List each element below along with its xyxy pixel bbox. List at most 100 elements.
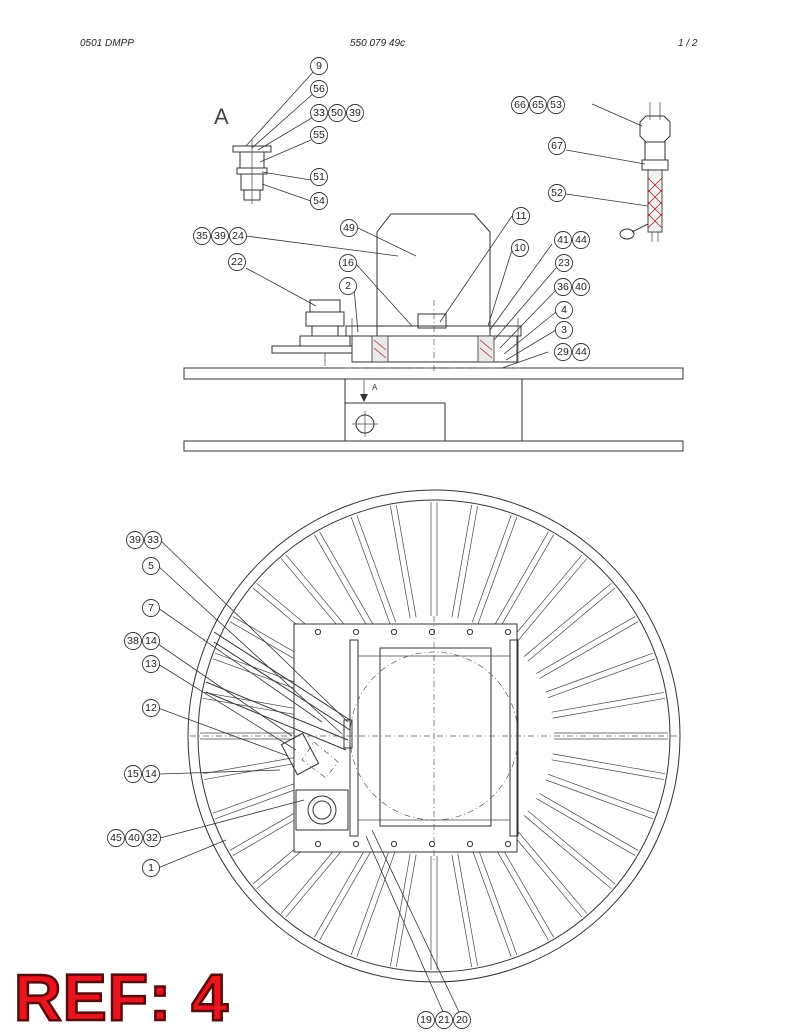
- svg-text:14: 14: [145, 768, 157, 780]
- reference-label: REF: 4: [13, 960, 230, 1034]
- side-elevation-view: A: [183, 213, 684, 452]
- svg-text:41: 41: [557, 234, 569, 246]
- spoke-line: [513, 825, 587, 914]
- spoke-line: [457, 853, 478, 966]
- detail-view-label: A: [214, 104, 229, 129]
- spoke-line: [356, 849, 397, 958]
- callout-3: 3: [555, 321, 573, 339]
- svg-text:52: 52: [551, 187, 563, 199]
- bolt-hole: [466, 628, 474, 636]
- svg-text:32: 32: [146, 832, 158, 844]
- callout-51: 51: [310, 168, 328, 186]
- spoke-line: [319, 841, 377, 941]
- callout-16: 16: [339, 254, 357, 272]
- callout-39-33: 39 33: [126, 531, 162, 549]
- spoke-line: [496, 534, 554, 634]
- header-drawing-code: 0501 DMPP: [80, 38, 134, 49]
- spoke-line: [350, 847, 391, 955]
- svg-text:56: 56: [313, 83, 325, 95]
- svg-text:14: 14: [145, 635, 157, 647]
- callout-33-50-39: 33 50 39: [310, 104, 364, 122]
- svg-text:15: 15: [127, 768, 139, 780]
- bolt-hole: [504, 840, 512, 848]
- spoke-line: [508, 554, 583, 643]
- callout-15-14: 15 14: [124, 765, 160, 783]
- svg-text:40: 40: [575, 281, 587, 293]
- svg-text:67: 67: [551, 140, 563, 152]
- svg-text:54: 54: [313, 195, 325, 207]
- callout-52: 52: [548, 184, 566, 202]
- bolt-hole: [504, 628, 512, 636]
- callout-10: 10: [511, 239, 529, 257]
- spoke-line: [547, 773, 656, 814]
- svg-text:20: 20: [456, 1014, 468, 1026]
- spoke-line: [477, 847, 518, 955]
- leader-lines: [157, 69, 649, 1015]
- spoke-line: [527, 810, 616, 885]
- svg-text:11: 11: [516, 210, 527, 222]
- svg-text:44: 44: [575, 346, 587, 358]
- svg-text:55: 55: [313, 129, 325, 141]
- header-sheet-number: 1 / 2: [678, 38, 698, 49]
- svg-text:33: 33: [313, 107, 325, 119]
- detail-a-view: A: [214, 104, 272, 204]
- callout-66-65-53: 66 65 53: [511, 96, 565, 114]
- svg-text:66: 66: [514, 99, 526, 111]
- bolt-hole: [428, 628, 436, 636]
- callout-23: 23: [555, 254, 573, 272]
- spoke-line: [508, 829, 583, 918]
- spoke-line: [319, 531, 377, 631]
- callout-19-21-20: 19 21 20: [417, 1011, 471, 1029]
- spoke-line: [491, 531, 549, 631]
- spoke-line: [539, 621, 639, 679]
- spoke-line: [350, 517, 391, 625]
- svg-text:2: 2: [345, 280, 351, 292]
- spoke-line: [451, 854, 473, 968]
- frame-bolts: [314, 628, 512, 848]
- callout-41-44: 41 44: [554, 231, 590, 249]
- callout-55: 55: [310, 126, 328, 144]
- svg-text:29: 29: [557, 346, 569, 358]
- callout-36-40: 36 40: [554, 278, 590, 296]
- spoke-line: [552, 753, 666, 775]
- callout-67: 67: [548, 137, 566, 155]
- spoke-line: [314, 838, 372, 938]
- spoke-line: [539, 793, 639, 851]
- plan-view: [187, 489, 681, 983]
- spoke-line: [471, 849, 512, 958]
- svg-text:51: 51: [313, 171, 325, 183]
- svg-text:24: 24: [232, 230, 244, 242]
- svg-text:38: 38: [127, 635, 139, 647]
- spoke-line: [390, 853, 411, 966]
- callout-5: 5: [142, 557, 160, 575]
- bolt-hole: [314, 840, 322, 848]
- svg-text:21: 21: [438, 1014, 450, 1026]
- callout-4: 4: [555, 301, 573, 319]
- cable-gland-detail: [619, 102, 671, 242]
- spoke-line: [547, 658, 656, 699]
- bolt-hole: [390, 628, 398, 636]
- svg-text:19: 19: [420, 1014, 432, 1026]
- spoke-line: [523, 583, 612, 657]
- svg-text:13: 13: [145, 658, 157, 670]
- callout-2: 2: [339, 277, 357, 295]
- spoke-line: [314, 534, 372, 634]
- svg-text:36: 36: [557, 281, 569, 293]
- svg-text:16: 16: [342, 257, 354, 269]
- callout-49: 49: [340, 219, 358, 237]
- svg-text:22: 22: [231, 256, 243, 268]
- callout-11: 11: [512, 207, 530, 225]
- spoke-line: [552, 697, 666, 719]
- spoke-line: [457, 506, 478, 619]
- spoke-line: [395, 504, 417, 618]
- callout-35-39-24: 35 39 24: [193, 227, 247, 245]
- svg-text:1: 1: [148, 862, 154, 874]
- svg-text:3: 3: [561, 324, 567, 336]
- callout-7: 7: [142, 599, 160, 617]
- svg-text:33: 33: [147, 534, 159, 546]
- spoke-line: [451, 504, 473, 618]
- spoke-line: [356, 514, 397, 623]
- svg-text:39: 39: [214, 230, 226, 242]
- spoke-line: [477, 517, 518, 625]
